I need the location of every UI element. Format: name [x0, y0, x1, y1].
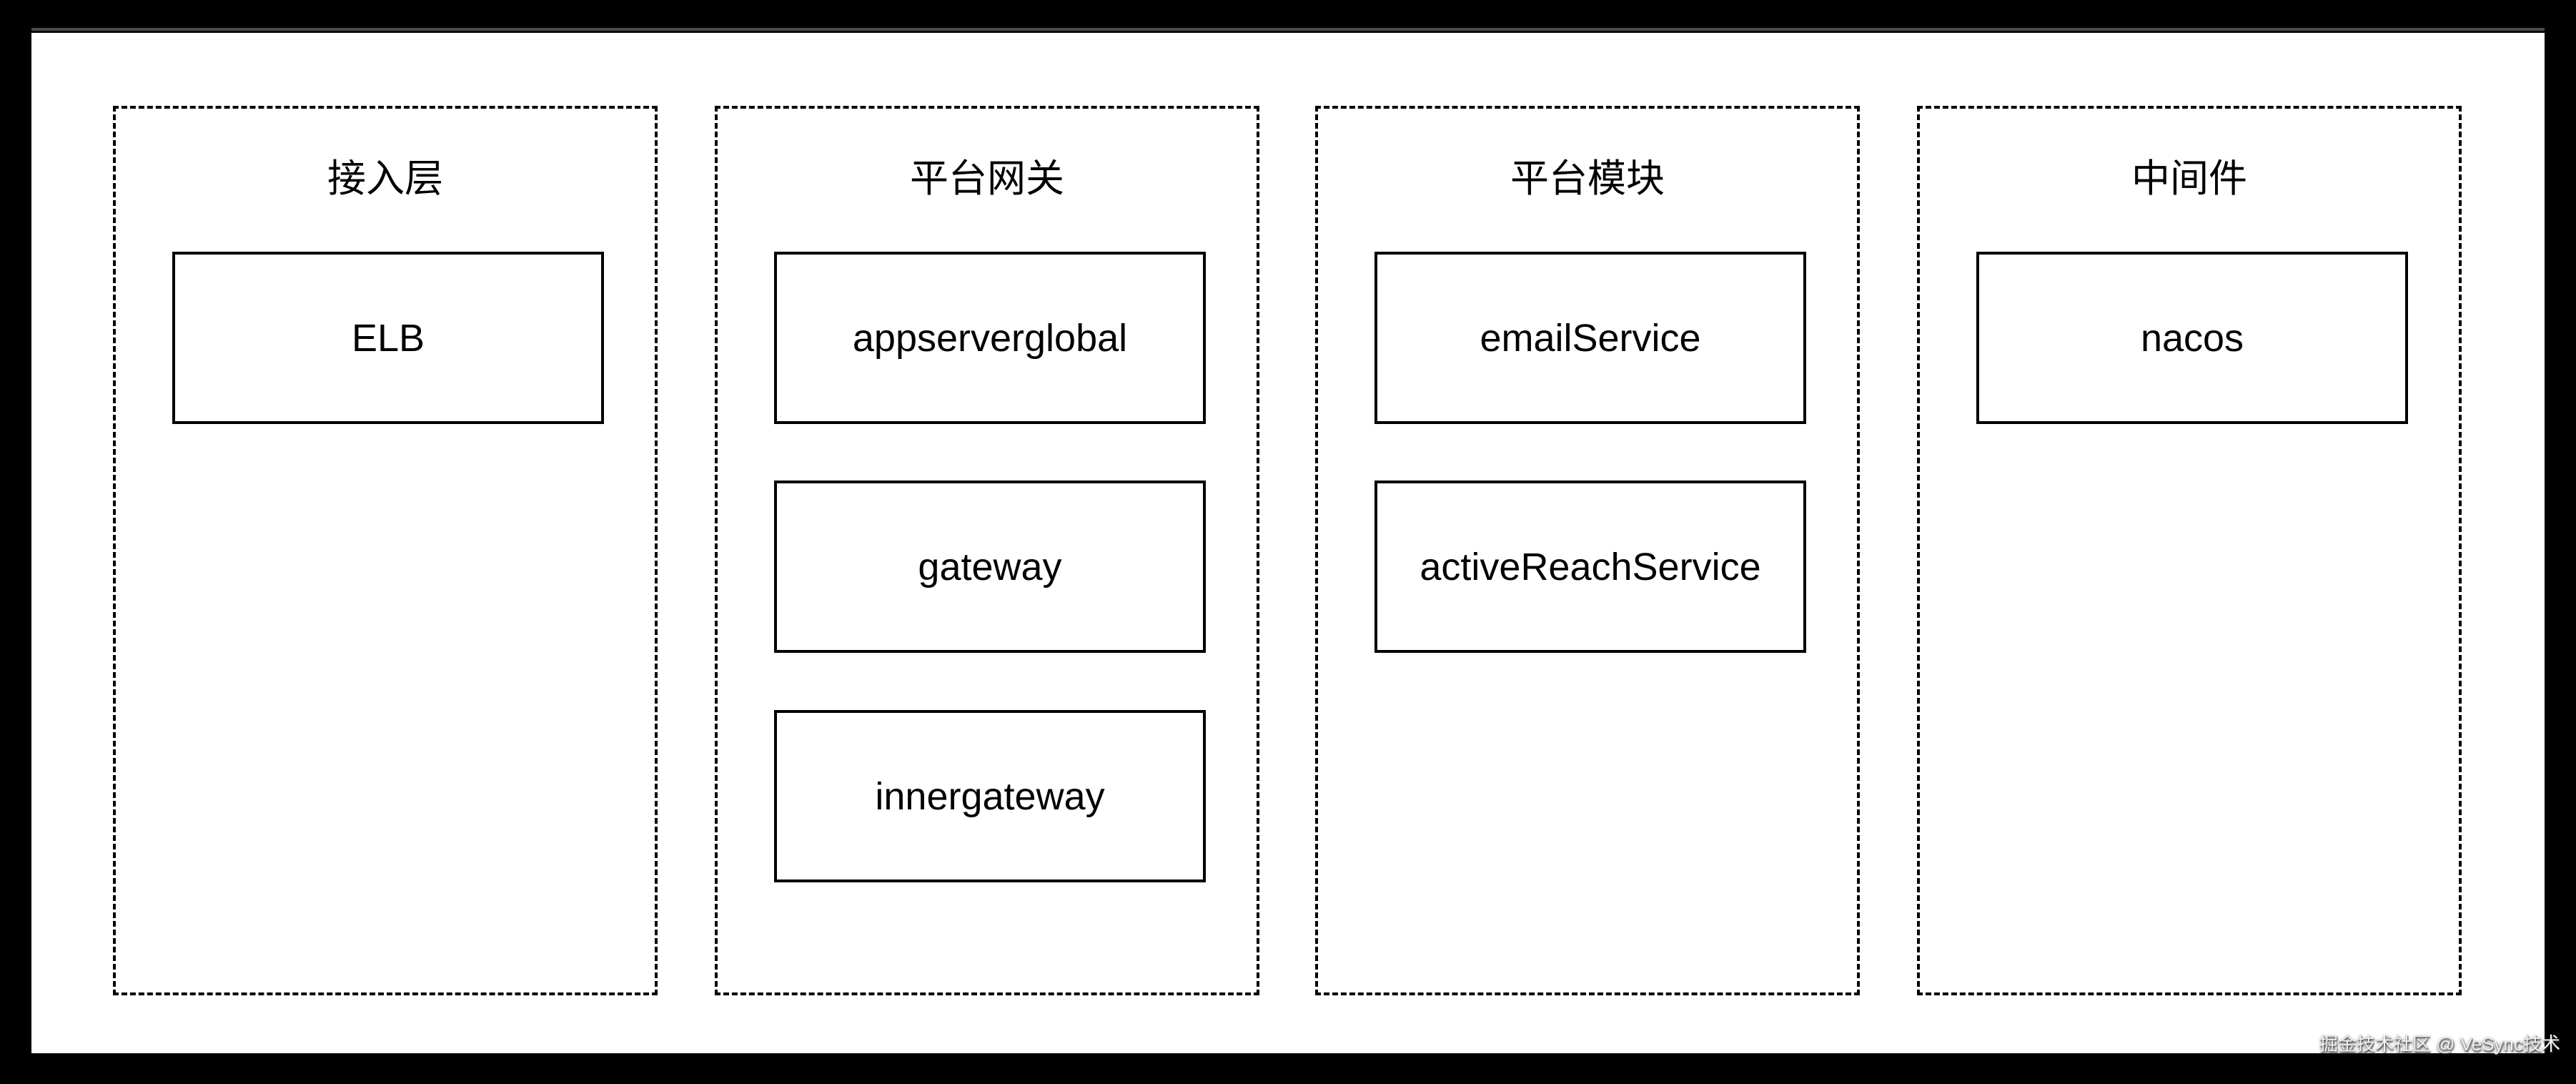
node-label: innergateway [875, 774, 1105, 818]
node-elb: ELB [172, 252, 604, 424]
column-title-platform-modules: 平台模块 [1510, 157, 1665, 200]
layer-column-middleware: 中间件 nacos [1917, 106, 2462, 995]
layer-column-platform-modules: 平台模块 emailService activeReachService [1315, 106, 1860, 995]
watermark: 掘金技术社区 @ VeSync技术 [2319, 1033, 2561, 1055]
node-label: nacos [2140, 316, 2244, 360]
layer-column-gateway: 平台网关 appserverglobal gateway innergatewa… [715, 106, 1259, 995]
node-label: emailService [1480, 316, 1701, 360]
column-title-gateway: 平台网关 [910, 157, 1064, 200]
node-innergateway: innergateway [774, 710, 1206, 882]
node-nacos: nacos [1976, 252, 2408, 424]
layer-column-access: 接入层 ELB [113, 106, 658, 995]
diagram-canvas: 接入层 ELB 平台网关 appserverglobal gateway inn… [31, 28, 2545, 1053]
node-activereachservice: activeReachService [1374, 481, 1806, 653]
node-gateway: gateway [774, 481, 1206, 653]
node-label: activeReachService [1420, 545, 1761, 588]
node-label: ELB [351, 316, 425, 360]
top-rule-gray [31, 28, 2545, 31]
node-label: gateway [918, 545, 1062, 588]
node-emailservice: emailService [1374, 252, 1806, 424]
column-title-access: 接入层 [327, 157, 443, 200]
node-appserverglobal: appserverglobal [774, 252, 1206, 424]
column-title-middleware: 中间件 [2131, 157, 2247, 200]
node-label: appserverglobal [852, 316, 1128, 360]
top-rule-black [31, 31, 2545, 33]
